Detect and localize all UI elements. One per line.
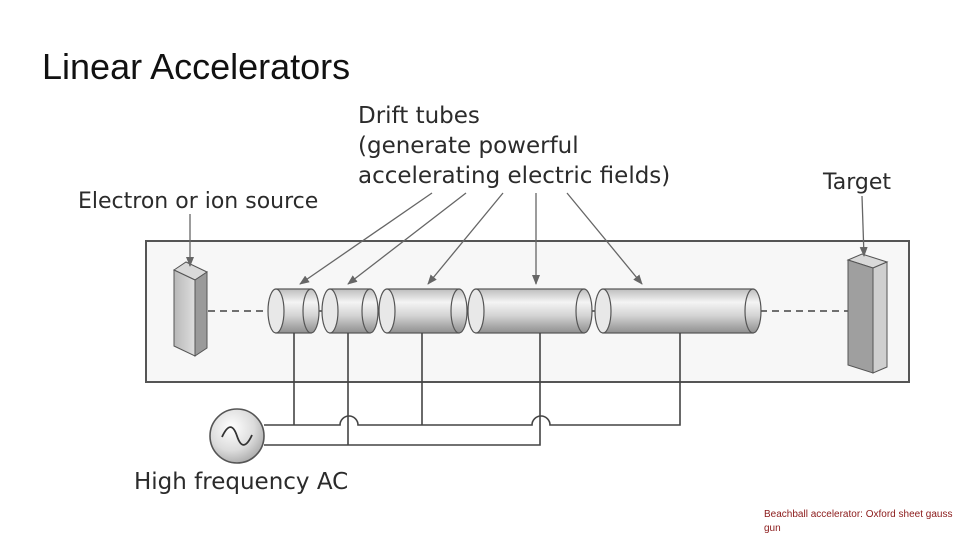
drift-tube-1 xyxy=(267,288,320,334)
drift-tube-3 xyxy=(378,288,468,334)
slide-title: Linear Accelerators xyxy=(42,46,351,87)
ac-source xyxy=(209,408,265,464)
arrow-tube-5 xyxy=(566,192,643,285)
arrow-tube-2 xyxy=(347,192,467,285)
source-block xyxy=(172,261,209,357)
drift-tubes-label-line-2: (generate powerful xyxy=(358,133,579,159)
ac-wiring xyxy=(264,333,681,446)
drift-tube-5 xyxy=(594,288,762,334)
drift-tube-2 xyxy=(321,288,379,334)
arrow-tube-3 xyxy=(427,192,504,285)
drift-tubes-label: Drift tubes (generate powerful accelerat… xyxy=(358,101,670,191)
drift-tubes-label-line-1: Drift tubes xyxy=(358,103,480,129)
lower-bus-wire xyxy=(264,333,349,446)
arrow-target xyxy=(859,195,868,257)
drift-tube-4 xyxy=(467,288,593,334)
label-arrows xyxy=(186,192,868,285)
target-label: Target xyxy=(823,170,892,195)
lower-bus-wire-2 xyxy=(348,333,541,446)
target-block xyxy=(846,253,889,374)
ac-label: High frequency AC xyxy=(134,469,349,495)
source-label: Electron or ion source xyxy=(78,189,319,214)
drift-tubes-label-line-3: accelerating electric fields) xyxy=(358,163,671,189)
arrow-tube-1 xyxy=(299,192,433,285)
upper-bus-wire xyxy=(264,333,681,426)
sine-wave-icon xyxy=(221,426,253,446)
footnote: Beachball accelerator: Oxford sheet gaus… xyxy=(764,509,953,534)
